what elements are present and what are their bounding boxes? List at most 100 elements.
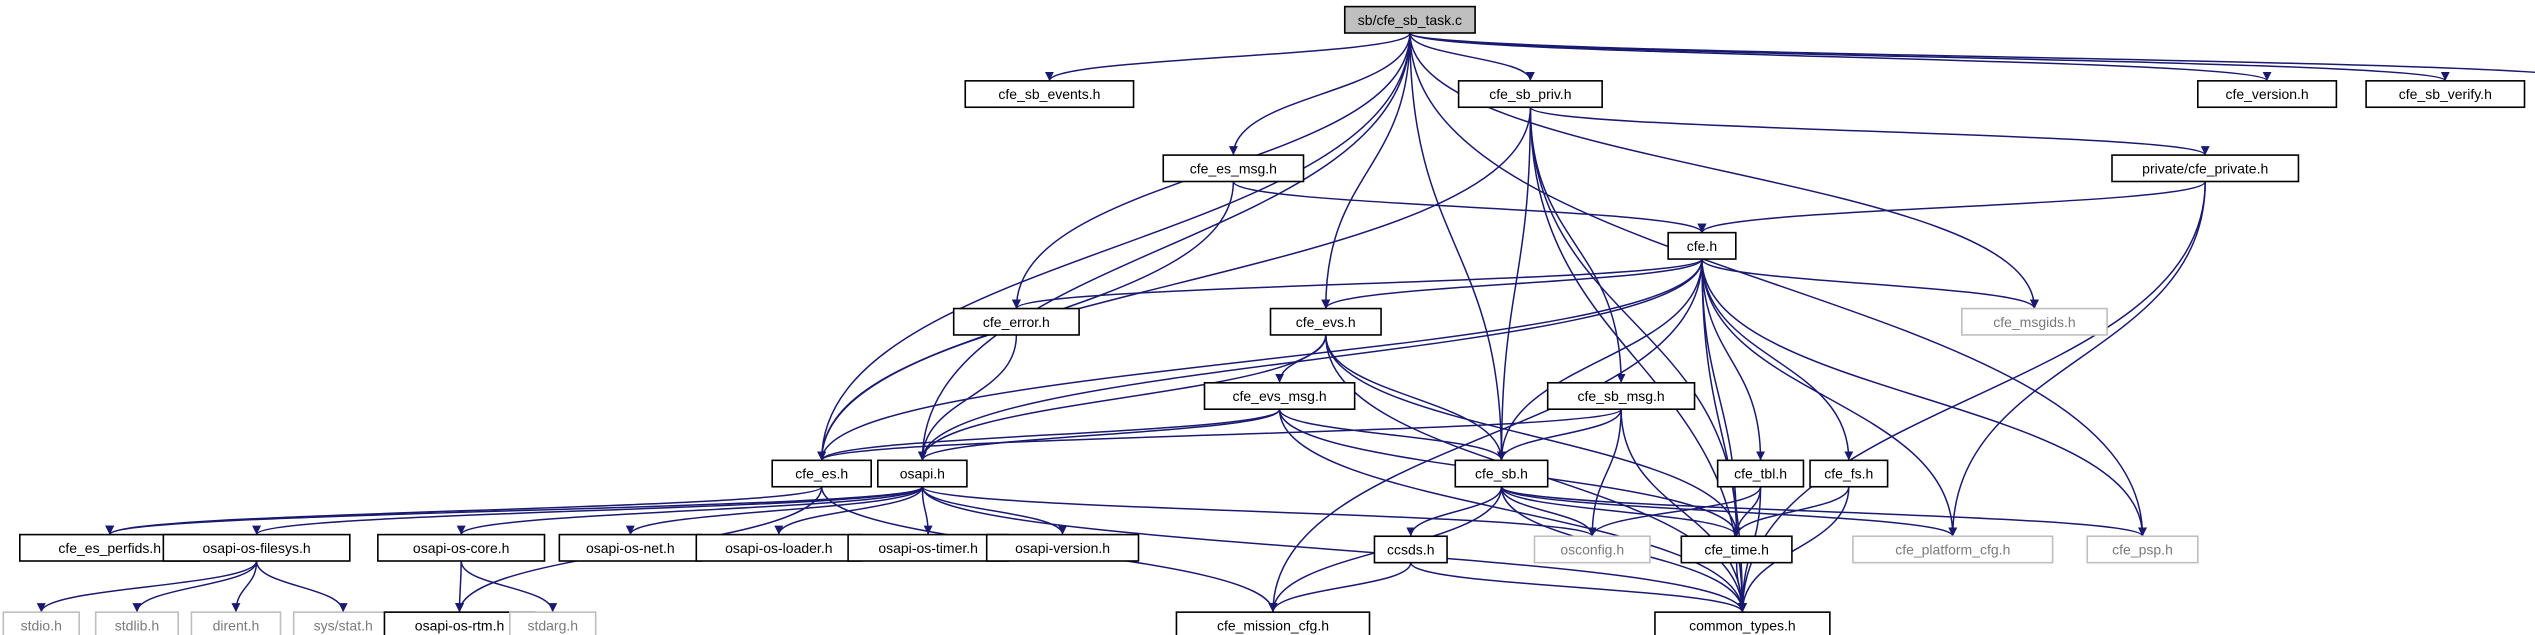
node-osapi[interactable]: osapi.h [876, 459, 968, 488]
node-label: sys/stat.h [314, 617, 373, 633]
node-osapi-version[interactable]: osapi-version.h [985, 533, 1140, 562]
node-label: cfe_tbl.h [1734, 466, 1787, 482]
node-box [1457, 80, 1603, 109]
node-label: cfe_sb_events.h [998, 86, 1100, 102]
node-osapi-os-rtm[interactable]: osapi-os-rtm.h [383, 611, 536, 635]
edge-cfe_sb-to-cfe_platform_cfg [1500, 486, 1958, 537]
node-osapi-os-loader[interactable]: osapi-os-loader.h [695, 533, 863, 562]
node-sys-stat-h: sys/stat.h [292, 611, 394, 635]
edge-cfe_es-to-cfe_es_perfids [105, 486, 823, 536]
edge-cfe_sb-to-ccsds [1406, 486, 1503, 537]
node-label: osapi-version.h [1015, 540, 1110, 556]
node-cfe-es-msg[interactable]: cfe_es_msg.h [1162, 154, 1305, 183]
edge-cfe_sb_task-to-cfe_msgids [1409, 32, 2039, 309]
node-label: osconfig.h [1560, 541, 1624, 557]
edge-cfe_sb_task-to-string_h [1409, 32, 2535, 74]
node-osapi-os-filesys[interactable]: osapi-os-filesys.h [162, 533, 351, 562]
node-stdlib-h: stdlib.h [94, 611, 179, 635]
node-box [771, 459, 873, 488]
node-label: osapi.h [900, 466, 945, 482]
node-cfe-sb-task[interactable]: sb/cfe_sb_task.c [1343, 5, 1476, 34]
node-label: cfe_error.h [983, 314, 1050, 330]
edge-cfe_h-to-cfe_psp [1701, 259, 2147, 537]
node-cfe-sb-msg[interactable]: cfe_sb_msg.h [1546, 381, 1696, 410]
node-box [1343, 5, 1476, 34]
edge-cfe_h-to-cfe_sb [1497, 259, 1703, 461]
edge-cfe_h-to-osapi [917, 259, 1703, 461]
node-label: cfe_time.h [1704, 541, 1769, 557]
node-common-types[interactable]: common_types.h [1654, 611, 1831, 635]
node-label: cfe_es_msg.h [1190, 160, 1277, 176]
edge-osapi_os_filesys-to-sys_stat_h [255, 560, 348, 613]
node-label: common_types.h [1689, 617, 1796, 633]
edge-cfe_sb_priv-to-cfe_sb_msg [1529, 107, 1626, 383]
node-cfe-platform-cfg: cfe_platform_cfg.h [1852, 535, 2054, 564]
node-cfe-msgids: cfe_msgids.h [1961, 307, 2108, 336]
node-box [1454, 459, 1549, 488]
node-box [1809, 459, 1889, 488]
node-cfe-error[interactable]: cfe_error.h [952, 307, 1080, 336]
node-box [985, 533, 1140, 562]
node-osconfig: osconfig.h [1533, 535, 1651, 564]
edge-cfe_evs_msg-to-cfe_es [817, 408, 1281, 462]
edge-cfe_sb_task-to-cfe_sb_events [1045, 32, 1411, 82]
node-cfe-sb[interactable]: cfe_sb.h [1454, 459, 1549, 488]
node-cfe-psp: cfe_psp.h [2086, 535, 2199, 564]
node-cfe-sb-events[interactable]: cfe_sb_events.h [964, 80, 1135, 109]
edge-cfe_sb_priv-to-cfe_private [1529, 106, 2210, 156]
node-cfe-tbl[interactable]: cfe_tbl.h [1716, 459, 1805, 488]
edge-osapi-to-osapi_os_filesys [252, 486, 924, 536]
node-cfe-sb-verify[interactable]: cfe_sb_verify.h [2365, 80, 2526, 109]
node-box [1269, 307, 1382, 336]
node-box [2365, 80, 2526, 109]
node-cfe-evs[interactable]: cfe_evs.h [1269, 307, 1382, 336]
node-cfe-h[interactable]: cfe.h [1667, 231, 1737, 260]
edge-cfe_private-to-cfe_platform_cfg [1948, 181, 2206, 537]
edge-cfe_sb-to-cfe_time [1500, 486, 1742, 537]
node-label: stdlib.h [115, 617, 159, 633]
node-cfe-evs-msg[interactable]: cfe_evs_msg.h [1203, 381, 1356, 410]
node-label: private/cfe_private.h [2142, 160, 2268, 176]
edge-cfe_h-to-cfe_error [1012, 258, 1703, 310]
edge-cfe_sb_msg-to-osconfig [1587, 409, 1622, 537]
edge-osapi-to-cfe_es_perfids [105, 486, 924, 536]
node-osapi-os-timer[interactable]: osapi-os-timer.h [847, 533, 1009, 562]
node-cfe-es[interactable]: cfe_es.h [771, 459, 873, 488]
edge-cfe_evs_msg-to-cfe_sb [1278, 408, 1506, 461]
node-box [558, 533, 703, 562]
node-label: cfe_sb_msg.h [1578, 388, 1665, 404]
node-label: cfe_psp.h [2112, 541, 2173, 557]
node-label: cfe_mission_cfg.h [1217, 617, 1329, 633]
node-box [876, 459, 968, 488]
edge-cfe_sb_task-to-cfe_psp [1409, 32, 2147, 537]
node-cfe-mission-cfg[interactable]: cfe_mission_cfg.h [1175, 611, 1371, 635]
edge-cfe_fs-to-common_types [1737, 486, 1850, 613]
node-label: osapi-os-loader.h [725, 540, 832, 556]
node-box [1961, 307, 2108, 336]
node-cfe-fs[interactable]: cfe_fs.h [1809, 459, 1889, 488]
node-box [2197, 80, 2338, 109]
node-label: cfe_sb_priv.h [1489, 86, 1571, 102]
node-box [509, 611, 597, 635]
node-osapi-os-core[interactable]: osapi-os-core.h [377, 533, 546, 562]
node-label: ccsds.h [1387, 541, 1434, 557]
node-cfe-private[interactable]: private/cfe_private.h [2111, 154, 2300, 183]
edge-layer [36, 32, 2535, 613]
edge-cfe_sb_task-to-cfe_sb_verify [1409, 32, 2450, 82]
node-dirent-h: dirent.h [190, 611, 282, 635]
node-layer: sb/cfe_sb_task.c cfe_sb_events.h cfe_sb_pr… [2, 5, 2526, 635]
edge-osapi-to-osapi_os_core [456, 486, 924, 536]
edge-cfe_error-to-osapi [917, 334, 1018, 461]
node-cfe-sb-priv[interactable]: cfe_sb_priv.h [1457, 80, 1603, 109]
node-label: dirent.h [213, 617, 260, 633]
node-label: cfe_evs.h [1296, 314, 1356, 330]
node-ccsds[interactable]: ccsds.h [1373, 535, 1448, 564]
node-cfe-version[interactable]: cfe_version.h [2197, 80, 2338, 109]
edge-osapi_os_core-to-osapi_os_rtm [455, 560, 465, 613]
edge-cfe_private-to-common_types [1737, 181, 2206, 613]
edge-cfe_sb_task-to-cfe_es [817, 32, 1411, 461]
edge-cfe_sb_task-to-cfe_version [1409, 32, 2272, 82]
node-cfe-time[interactable]: cfe_time.h [1680, 535, 1793, 564]
edge-cfe_fs-to-cfe_time [1732, 486, 1850, 537]
node-osapi-os-net[interactable]: osapi-os-net.h [558, 533, 703, 562]
